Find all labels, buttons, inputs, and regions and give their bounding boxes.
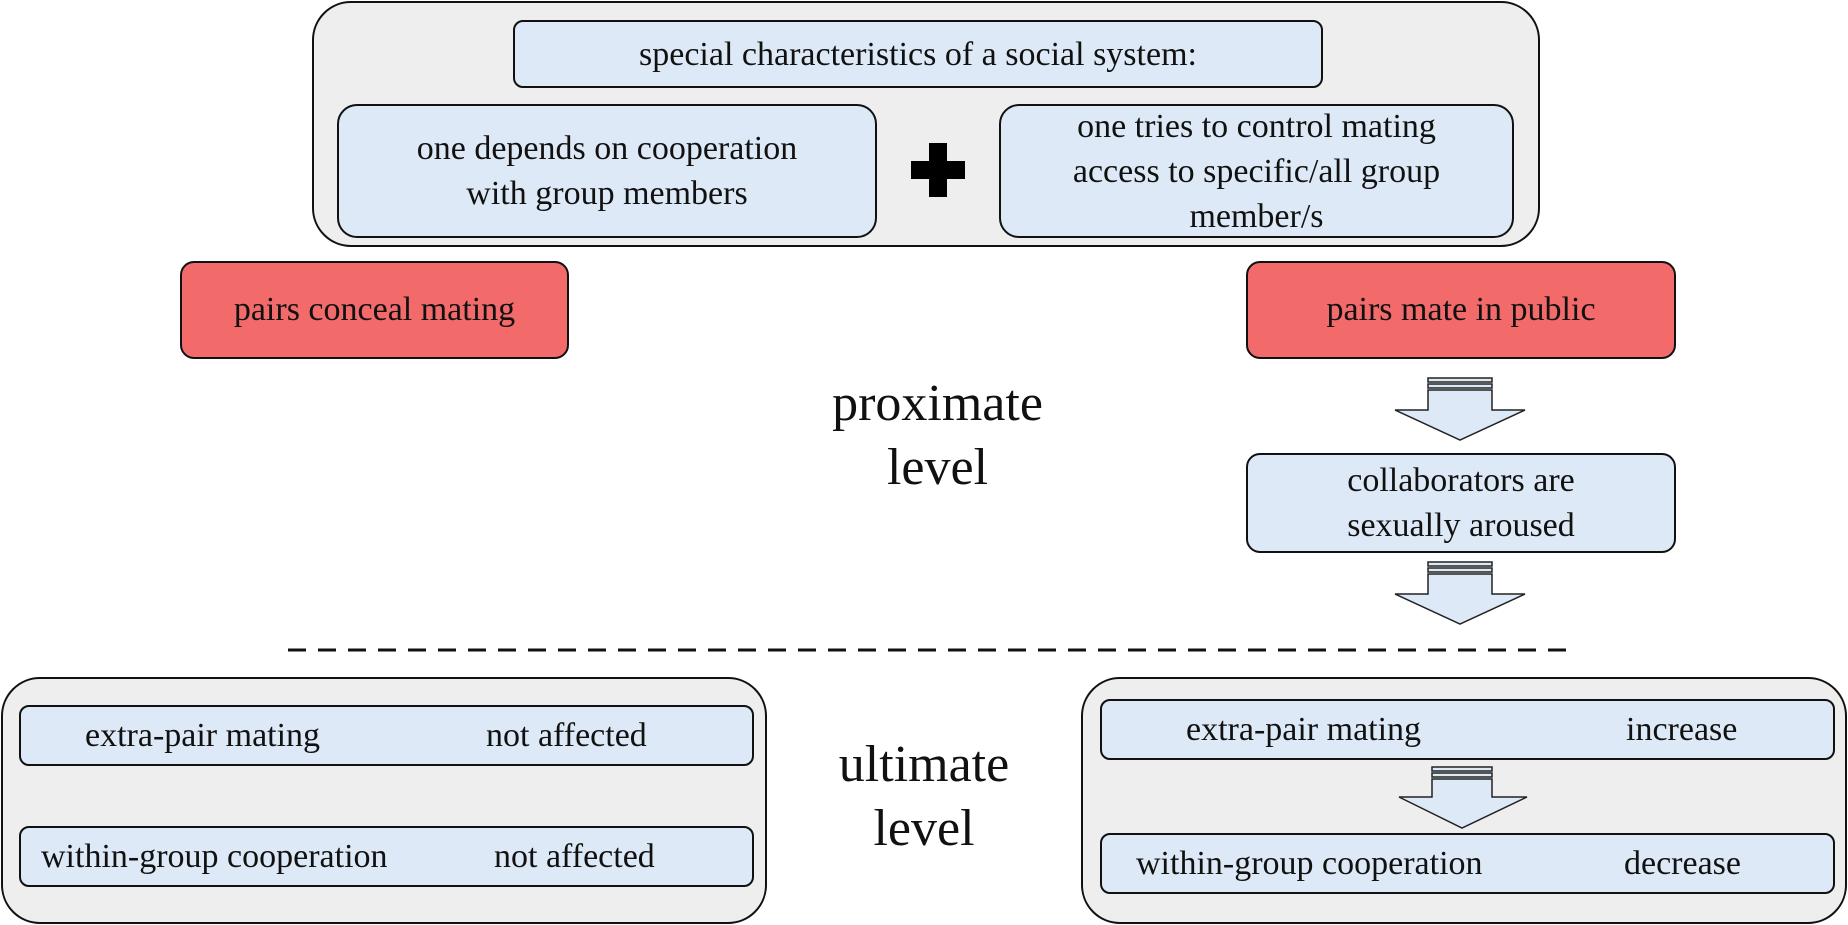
public-mating-box: pairs mate in public bbox=[1246, 261, 1676, 359]
outcome-label: extra-pair mating bbox=[1186, 710, 1422, 748]
outcome-label: within-group cooperation bbox=[1136, 844, 1483, 882]
proximate-level-label: proximate level bbox=[832, 375, 1043, 496]
down-arrow-icon bbox=[1394, 377, 1526, 441]
ultimate-level-label: ultimate level bbox=[838, 736, 1010, 857]
conceal-mating-box: pairs conceal mating bbox=[180, 261, 569, 359]
left-cooperation-row: within-group cooperation not affected bbox=[19, 826, 754, 887]
outcome-effect: not affected bbox=[486, 716, 647, 754]
down-arrow-icon bbox=[1398, 766, 1528, 829]
right-cooperation-row: within-group cooperation decrease bbox=[1100, 833, 1835, 894]
cooperation-condition: one depends on cooperation with group me… bbox=[337, 104, 877, 238]
right-extra-pair-row: extra-pair mating increase bbox=[1100, 699, 1835, 760]
outcome-label: extra-pair mating bbox=[85, 716, 321, 754]
collaborators-aroused-box: collaborators are sexually aroused bbox=[1246, 453, 1676, 553]
outcome-effect: decrease bbox=[1624, 844, 1742, 882]
mating-control-condition: one tries to control mating access to sp… bbox=[999, 104, 1514, 238]
outcome-effect: not affected bbox=[494, 837, 655, 875]
down-arrow-icon bbox=[1394, 561, 1526, 625]
social-system-title: special characteristics of a social syst… bbox=[513, 20, 1323, 88]
plus-icon bbox=[911, 143, 965, 197]
left-extra-pair-row: extra-pair mating not affected bbox=[19, 705, 754, 766]
outcome-label: within-group cooperation bbox=[41, 837, 388, 875]
outcome-effect: increase bbox=[1626, 710, 1738, 748]
